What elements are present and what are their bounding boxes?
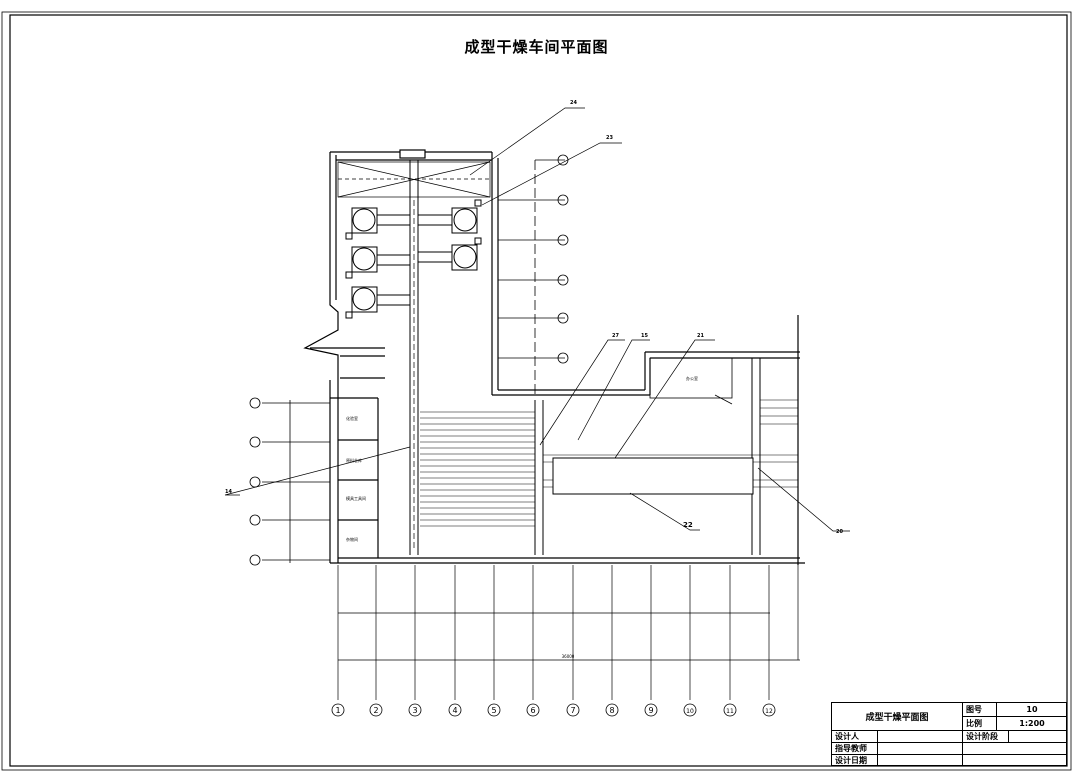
title-block: 成型干燥平面图 图号 10 比例 1:200 设计人 设计阶段 指导教师 设计日… [831, 702, 1067, 766]
title-block-no-label: 图号 [963, 703, 997, 717]
title-block-stage-value [1009, 731, 1067, 743]
title-block-designer-label: 设计人 [832, 731, 878, 743]
title-block-drawing-name: 成型干燥平面图 [832, 703, 963, 731]
dryer-zone [337, 160, 491, 555]
svg-text:20: 20 [836, 529, 843, 535]
svg-text:办公室: 办公室 [686, 375, 698, 381]
leader-lines [224, 107, 850, 532]
dryer-machines [345, 199, 482, 319]
axis-label-6: 6 [530, 706, 535, 715]
title-block-stage-label: 设计阶段 [963, 731, 1009, 743]
room-labels: 化验室 原料仓库 模具工具间 杂物间 办公室 [346, 375, 698, 542]
building-walls [303, 149, 805, 565]
title-block-designer-value [878, 731, 963, 743]
axis-label-11: 11 [726, 708, 734, 715]
axis-label-7: 7 [570, 706, 575, 715]
title-block-date-value [878, 755, 963, 766]
title-block-empty-1 [963, 743, 1067, 755]
axis-label-1: 1 [335, 706, 340, 715]
svg-text:15: 15 [641, 333, 648, 339]
svg-text:原料仓库: 原料仓库 [346, 457, 362, 463]
svg-text:模具工具间: 模具工具间 [346, 495, 366, 501]
title-block-scale-value: 1:200 [997, 717, 1067, 731]
axis-label-9: 9 [648, 706, 653, 715]
axis-label-8: 8 [609, 706, 614, 715]
axis-label-10: 10 [686, 708, 694, 715]
conveyor-lines [420, 358, 798, 555]
svg-text:27: 27 [612, 333, 619, 339]
title-block-advisor-label: 指导教师 [832, 743, 878, 755]
left-axis [249, 397, 330, 566]
svg-text:21: 21 [697, 333, 704, 339]
axis-bubbles [331, 703, 776, 717]
overall-dimension: 36000 [562, 654, 575, 659]
svg-text:化验室: 化验室 [346, 415, 358, 421]
axis-bubble-labels: 1 2 3 4 5 6 7 8 9 10 11 12 [335, 706, 773, 715]
axis-label-3: 3 [412, 706, 417, 715]
tunnel-kiln [552, 457, 754, 495]
svg-text:22: 22 [683, 521, 693, 529]
axis-label-2: 2 [373, 706, 378, 715]
svg-text:24: 24 [570, 100, 577, 106]
title-block-empty-2 [963, 755, 1067, 766]
title-block-no-value: 10 [997, 703, 1067, 717]
svg-text:杂物间: 杂物间 [346, 536, 358, 542]
axis-label-5: 5 [491, 706, 496, 715]
leader-texts: 24 23 27 15 21 14 22 20 [225, 100, 843, 535]
outer-frame [1, 11, 1072, 771]
storage-room [649, 357, 733, 399]
inner-frame [9, 14, 1068, 767]
upper-right-rooms [498, 154, 569, 395]
axis-label-12: 12 [765, 708, 773, 715]
title-block-date-label: 设计日期 [832, 755, 878, 766]
svg-text:23: 23 [606, 135, 613, 141]
title-block-advisor-value [878, 743, 963, 755]
drawing-title: 成型干燥车间平面图 [464, 38, 609, 56]
axis-label-4: 4 [452, 706, 457, 715]
bottom-dimensions [337, 565, 800, 700]
title-block-scale-label: 比例 [963, 717, 997, 731]
svg-text:14: 14 [225, 489, 232, 495]
